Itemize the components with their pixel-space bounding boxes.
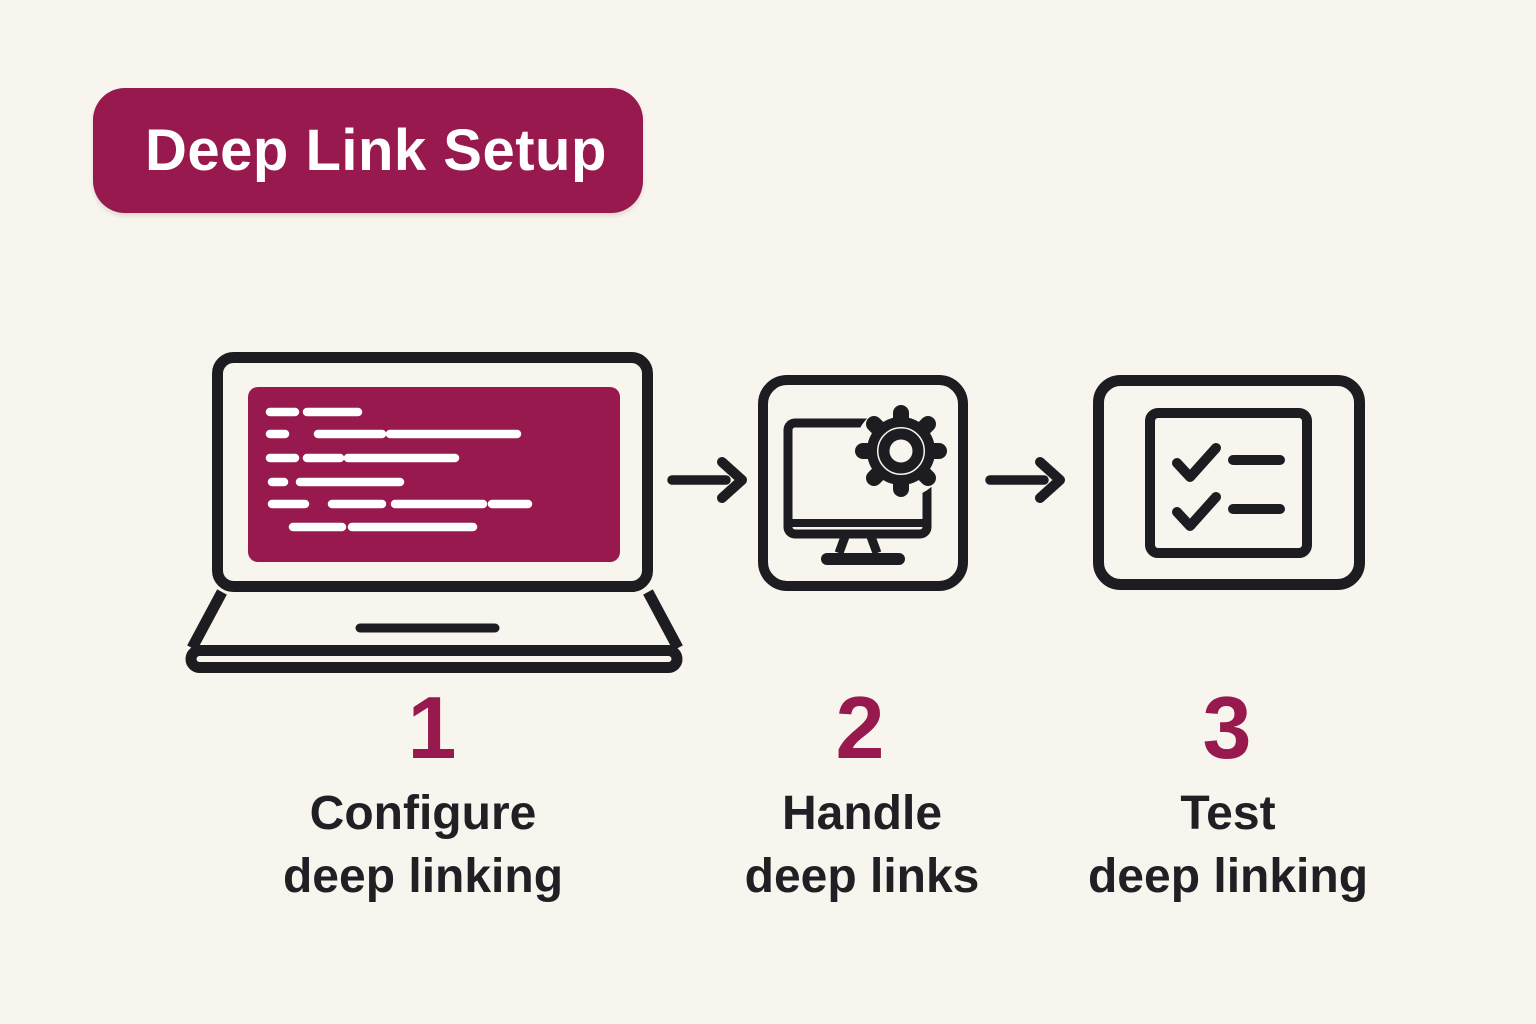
step-label-line: Configure — [309, 787, 537, 840]
step-number: 3 — [1202, 678, 1252, 777]
step-label-line: deep linking — [282, 850, 564, 903]
checkmark-icon — [1172, 492, 1221, 531]
step-number: 2 — [835, 678, 885, 777]
step-frame — [758, 375, 968, 591]
laptop-base-bar — [185, 645, 683, 673]
step-label-line: Handle — [781, 787, 943, 840]
step-label: Test deep linking — [998, 782, 1458, 908]
step-label-line: Test — [1180, 787, 1276, 840]
right-arrow-icon — [667, 457, 747, 503]
step-frame — [1093, 375, 1365, 590]
title-badge: Deep Link Setup — [93, 88, 643, 213]
step-label: Configure deep linking — [193, 782, 653, 908]
step-number: 1 — [407, 678, 457, 777]
right-arrow-icon — [985, 457, 1065, 503]
laptop-code-icon — [185, 352, 683, 673]
monitor-stand-legs — [834, 532, 882, 555]
checklist-icon — [1093, 375, 1365, 590]
code-lines — [265, 407, 533, 532]
monitor-gear-icon — [758, 375, 968, 591]
laptop-base-sides — [187, 589, 683, 651]
gear-icon — [854, 404, 948, 498]
checklist-panel — [1145, 408, 1312, 558]
step-label-line: deep links — [744, 850, 980, 903]
checkmark-icon — [1172, 443, 1221, 482]
page-title: Deep Link Setup — [145, 118, 607, 183]
step-label-line: deep linking — [1087, 850, 1369, 903]
laptop-lid — [212, 352, 653, 592]
step-label: Handle deep links — [632, 782, 1092, 908]
